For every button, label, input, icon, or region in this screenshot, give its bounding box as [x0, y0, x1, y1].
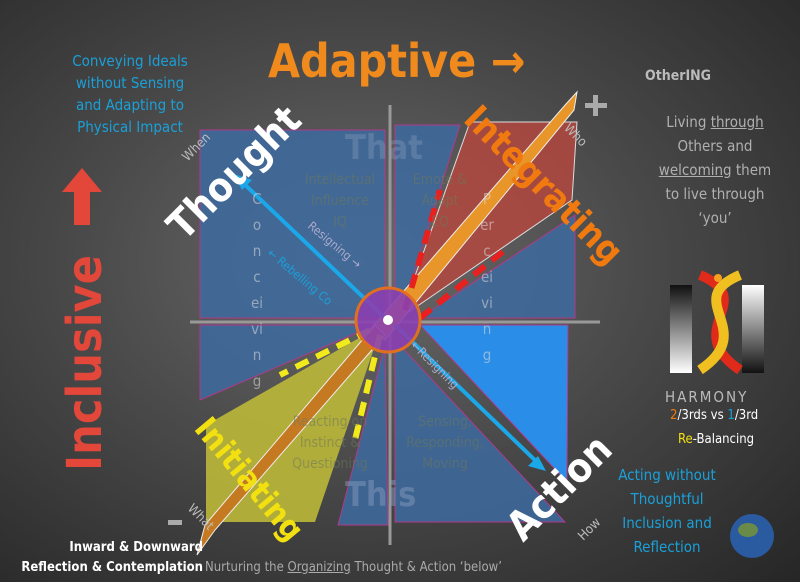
globe-icon [730, 514, 774, 558]
othering-line: ‘you’ [698, 209, 732, 227]
quadrant-top-right-outer [418, 214, 576, 319]
note-line: Inclusion and [622, 514, 712, 532]
harmony-logo [670, 270, 764, 375]
note-line: Acting without [618, 466, 716, 484]
quadrant-bottom-right-bright [418, 324, 569, 484]
note-line: Physical Impact [77, 118, 183, 136]
this-label: This [345, 475, 417, 515]
rebalancing-text: Re-Balancing [678, 432, 754, 447]
center-star-icon [383, 315, 393, 325]
caption-part: Thought & Action ‘below’ [350, 560, 502, 575]
quadrant-line: EQ [431, 214, 449, 230]
bottom-caption: Nurturing the Organizing Thought & Actio… [205, 560, 502, 575]
othering-line: them [731, 161, 772, 179]
quadrant-bottom-left [199, 324, 376, 401]
note-line: Reflection [633, 538, 701, 556]
quadrant-text-instinct: Reacting on Instinct & Questioning [280, 412, 380, 475]
ratio-part: /3rds vs [677, 408, 728, 423]
ratio-part: 2 [670, 408, 678, 423]
red-dashed-path [402, 189, 507, 321]
yellow-dashed-path [278, 327, 383, 441]
harmony-wordmark: HARMONY [665, 388, 749, 406]
othering-line: Others and [677, 137, 753, 155]
othering-line: through [710, 113, 764, 131]
quadrant-line: Intellectual [304, 172, 376, 188]
rebalancing-part: -Balancing [692, 432, 755, 447]
note-line: Thoughtful [630, 490, 704, 508]
quadrant-line: Influence [310, 193, 370, 209]
adaptive-heading: Adaptive → [268, 34, 525, 88]
ratio-part: /3rd [734, 408, 759, 423]
quadrant-line: Responding, [406, 435, 484, 451]
quadrant-line: Moving [422, 456, 468, 472]
quadrant-bottom-right [394, 338, 567, 523]
othering-line: to live through [665, 185, 765, 203]
plus-icon [585, 95, 607, 116]
othering-line: welcoming [658, 161, 732, 179]
inclusive-arrow-icon [62, 168, 102, 225]
othering-title: OtherING [645, 68, 712, 84]
perceiving-vertical: Perceiving [480, 190, 494, 364]
adaptive-label: Adaptive [268, 34, 477, 88]
action-arrow-head [528, 456, 546, 471]
note-line: Conveying Ideals [72, 52, 188, 70]
that-label: That [345, 128, 423, 168]
thought-arrow-head [234, 174, 252, 190]
note-line: Reflection & Contemplation [21, 560, 203, 575]
quadrant-line: IQ [333, 214, 347, 230]
top-left-note: Conveying Ideals without Sensing and Adapt… [55, 50, 205, 138]
note-line: Inward & Downward [69, 540, 203, 555]
inclusive-label: Inclusive [57, 255, 113, 471]
quadrant-bottom-center [337, 344, 389, 526]
quadrant-line: Instinct & [299, 435, 361, 451]
quadrant-line: Sensing, [418, 414, 472, 430]
note-line: without Sensing [75, 74, 185, 92]
caption-part: Organizing [287, 560, 351, 575]
note-line: and Adapting to [75, 96, 185, 114]
ratio-text: 2/3rds vs 1/3rd [670, 408, 758, 423]
rebalancing-part: Re [678, 432, 693, 447]
integrating-wedge [399, 121, 578, 320]
quadrant-line: Emote & [412, 172, 468, 188]
action-arrow [393, 323, 542, 467]
minus-icon [168, 520, 182, 525]
quadrant-text-sensing: Sensing, Responding, Moving [400, 412, 490, 475]
conceiving-vertical: Conceiving [250, 190, 264, 390]
quadrant-line: Adapt [421, 193, 459, 209]
caption-part: Nurturing the [205, 560, 288, 575]
othering-text: Living through Others and welcoming them… [655, 110, 775, 230]
quadrant-line: Questioning [292, 456, 368, 472]
thought-arrow [238, 178, 387, 320]
othering-line: Living [666, 113, 711, 131]
ratio-part: 1 [727, 408, 735, 423]
right-arrow-icon: → [490, 34, 526, 88]
quadrant-line: Reacting on [292, 414, 368, 430]
